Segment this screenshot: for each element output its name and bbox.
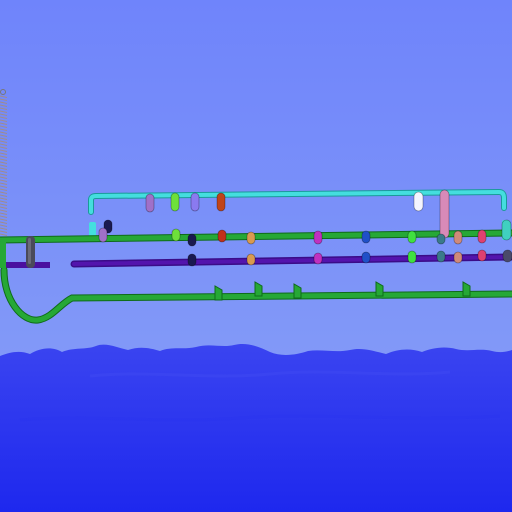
spring-segment [0, 134, 8, 137]
spring-segment [0, 95, 8, 98]
slate-car [436, 233, 446, 245]
salmon-car [453, 230, 463, 245]
spring-top-knob [0, 89, 6, 95]
lavender-car [190, 192, 200, 212]
spring-segment [0, 158, 8, 161]
track-flag [254, 281, 263, 297]
spring-segment [0, 212, 8, 215]
rose-car [477, 229, 487, 244]
spring-segment [0, 197, 8, 200]
dark-pillar-highlight [28, 238, 31, 264]
spring-segment [0, 143, 8, 146]
track-flag [375, 281, 384, 297]
spring-segment [0, 215, 8, 218]
spring-segment [0, 185, 8, 188]
track-flag [462, 281, 471, 297]
tan-car [246, 253, 256, 266]
spring-segment [0, 140, 8, 143]
rust-car [216, 192, 226, 212]
spring-segment [0, 107, 8, 110]
spring-segment [0, 176, 8, 179]
tan-car [246, 231, 256, 245]
spring-segment [0, 200, 8, 203]
violet-car [145, 193, 155, 213]
gray-car [502, 249, 512, 263]
spring-segment [0, 146, 8, 149]
upper-riders [145, 189, 450, 239]
spring-segment [0, 98, 8, 101]
spring-segment [0, 224, 8, 227]
spring-segment [0, 209, 8, 212]
spring-segment [0, 218, 8, 221]
spring-segment [0, 179, 8, 182]
magenta-car [313, 230, 323, 245]
spring-segment [0, 170, 8, 173]
white-car [413, 191, 424, 212]
spring-segment [0, 155, 8, 158]
magenta-car [313, 252, 323, 265]
blue-car [361, 251, 371, 264]
spring-segment [0, 206, 8, 209]
violet-car [98, 227, 108, 243]
middle-riders [98, 219, 512, 247]
spring-segment [0, 104, 8, 107]
spring-segment [0, 101, 8, 104]
spring-segment [0, 161, 8, 164]
water-ripple [19, 414, 501, 422]
water-ripple [89, 370, 451, 378]
spring-segment [0, 221, 8, 224]
spring-segment [0, 152, 8, 155]
spring-segment [0, 230, 8, 233]
spring-segment [0, 182, 8, 185]
spring-segment [0, 113, 8, 116]
spring-segment [0, 128, 8, 131]
navy-car [187, 253, 197, 267]
spring-segment [0, 110, 8, 113]
track-flag [214, 285, 223, 301]
green-car [407, 230, 417, 244]
water-surface [0, 343, 512, 512]
spring-segment [0, 227, 8, 230]
spring-coil [0, 95, 8, 239]
track-flag [293, 283, 302, 299]
spring-segment [0, 167, 8, 170]
spring-segment [0, 137, 8, 140]
lime-car [171, 228, 181, 242]
green-lower-track-highlight [1, 267, 512, 323]
spring-segment [0, 194, 8, 197]
spring-segment [0, 164, 8, 167]
green-track-post [0, 242, 6, 268]
spring-segment [0, 131, 8, 134]
spring-segment [0, 149, 8, 152]
spring-segment [0, 125, 8, 128]
spring-segment [0, 191, 8, 194]
crimson-car [217, 229, 227, 243]
spring-segment [0, 122, 8, 125]
teal-car [501, 219, 512, 241]
spring-segment [0, 173, 8, 176]
navy-car [187, 233, 197, 247]
salmon-car [453, 251, 463, 264]
spring-segment [0, 188, 8, 191]
green-rail-highlight [0, 230, 512, 243]
pink-car [439, 189, 450, 239]
spring-segment [0, 233, 8, 236]
lower-riders [187, 249, 512, 267]
spring-segment [0, 119, 8, 122]
lime-car [170, 192, 180, 212]
spring-segment [0, 203, 8, 206]
spring-segment [0, 116, 8, 119]
track-flags [214, 281, 471, 301]
rose-car [477, 249, 487, 262]
green-car [407, 250, 417, 264]
blue-car [361, 230, 371, 244]
slate-car [436, 250, 446, 263]
cyan-rail-highlight [89, 189, 506, 214]
